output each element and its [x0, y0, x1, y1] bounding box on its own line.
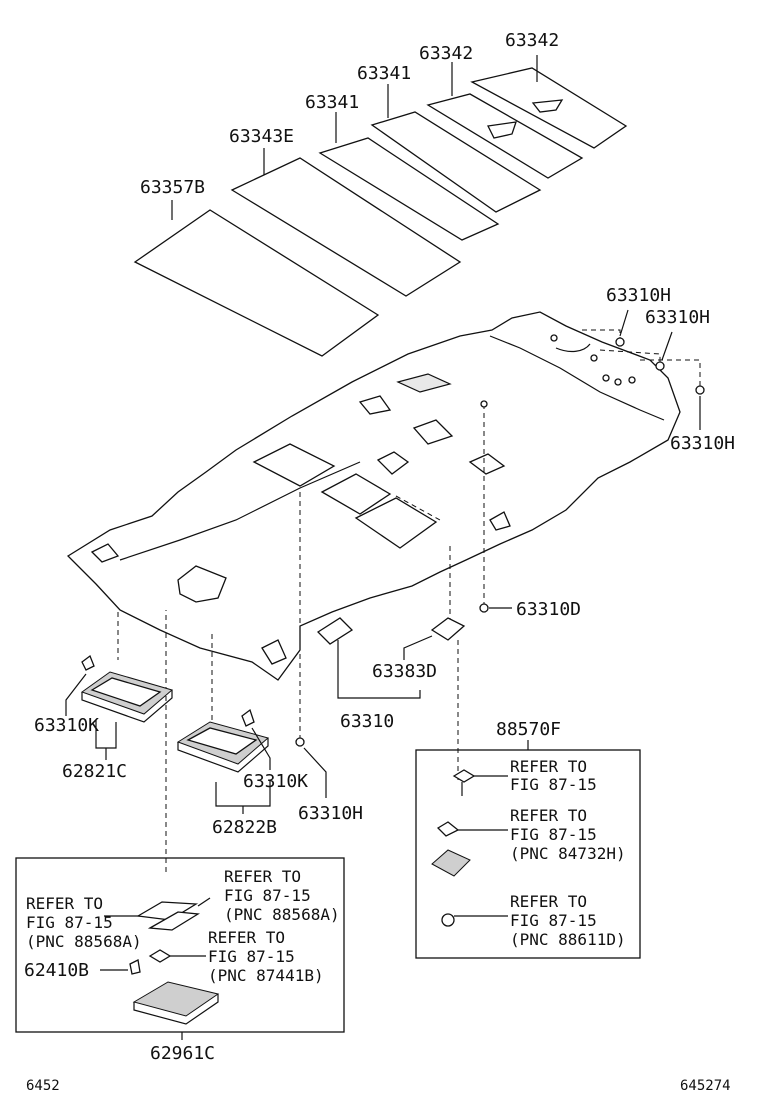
bulb-icon: [441, 913, 455, 927]
pad-63343E: [230, 157, 462, 297]
label-63341-rear: 63341: [357, 63, 412, 84]
label-63310H-c: 63310H: [670, 433, 736, 454]
label-62821C: 62821C: [62, 761, 128, 782]
ref6-line1: REFER TO: [208, 928, 286, 947]
ref3-line3: (PNC 88611D): [510, 930, 626, 949]
label-63383D: 63383D: [372, 661, 438, 682]
label-63342-rear: 63342: [505, 30, 560, 51]
pad-icon: [136, 901, 200, 931]
label-63310: 63310: [340, 711, 395, 732]
label-88570F: 88570F: [496, 719, 562, 740]
footer-right-code: 645274: [680, 1078, 731, 1094]
label-63310K-b: 63310K: [243, 771, 309, 792]
box-62961C: [15, 857, 345, 1033]
headliner-63310: [66, 311, 681, 681]
ref1-line2: FIG 87-15: [510, 775, 597, 794]
ref3-line2: FIG 87-15: [510, 911, 597, 930]
label-63310H-a: 63310H: [606, 285, 672, 306]
label-63357B: 63357B: [140, 177, 206, 198]
ref5-line1: REFER TO: [26, 894, 104, 913]
clip-63310D: [479, 400, 489, 613]
clips-63310H-rear: [582, 329, 705, 395]
ref2-line2: FIG 87-15: [510, 825, 597, 844]
label-63310H-b: 63310H: [645, 307, 711, 328]
footer-left-code: 6452: [26, 1078, 60, 1094]
pad-63341-front: [318, 137, 500, 241]
lamp-62822B: [176, 708, 270, 773]
lamp-62821C: [80, 654, 174, 723]
ref4-line2: FIG 87-15: [224, 886, 311, 905]
label-62822B: 62822B: [212, 817, 278, 838]
label-63310H-d: 63310H: [298, 803, 364, 824]
ref6-line2: FIG 87-15: [208, 947, 295, 966]
label-63342-front: 63342: [419, 43, 474, 64]
label-62410B: 62410B: [24, 960, 90, 981]
ref1-line1: REFER TO: [510, 757, 588, 776]
pad-63341-rear: [370, 111, 542, 213]
ref3-line1: REFER TO: [510, 892, 588, 911]
label-63341-front: 63341: [305, 92, 360, 113]
pad-63342-rear: [470, 67, 628, 149]
ref2-line3: (PNC 84732H): [510, 844, 626, 863]
ref5-line3: (PNC 88568A): [26, 932, 142, 951]
label-63343E: 63343E: [229, 126, 295, 147]
ref5-line2: FIG 87-15: [26, 913, 113, 932]
part-63383D: [430, 617, 466, 641]
pad-63342-front: [426, 93, 584, 179]
ref2-line1: REFER TO: [510, 806, 588, 825]
label-63310D: 63310D: [516, 599, 582, 620]
label-63310K-a: 63310K: [34, 715, 100, 736]
ref4-line1: REFER TO: [224, 867, 302, 886]
lens-icon: [431, 849, 471, 877]
ref6-line3: (PNC 87441B): [208, 966, 324, 985]
ref4-line3: (PNC 88568A): [224, 905, 340, 924]
clip-63310H-lower: [295, 737, 305, 747]
pad-63357B: [133, 209, 380, 357]
lamp-62961C: [132, 981, 220, 1025]
label-62961C: 62961C: [150, 1043, 216, 1064]
